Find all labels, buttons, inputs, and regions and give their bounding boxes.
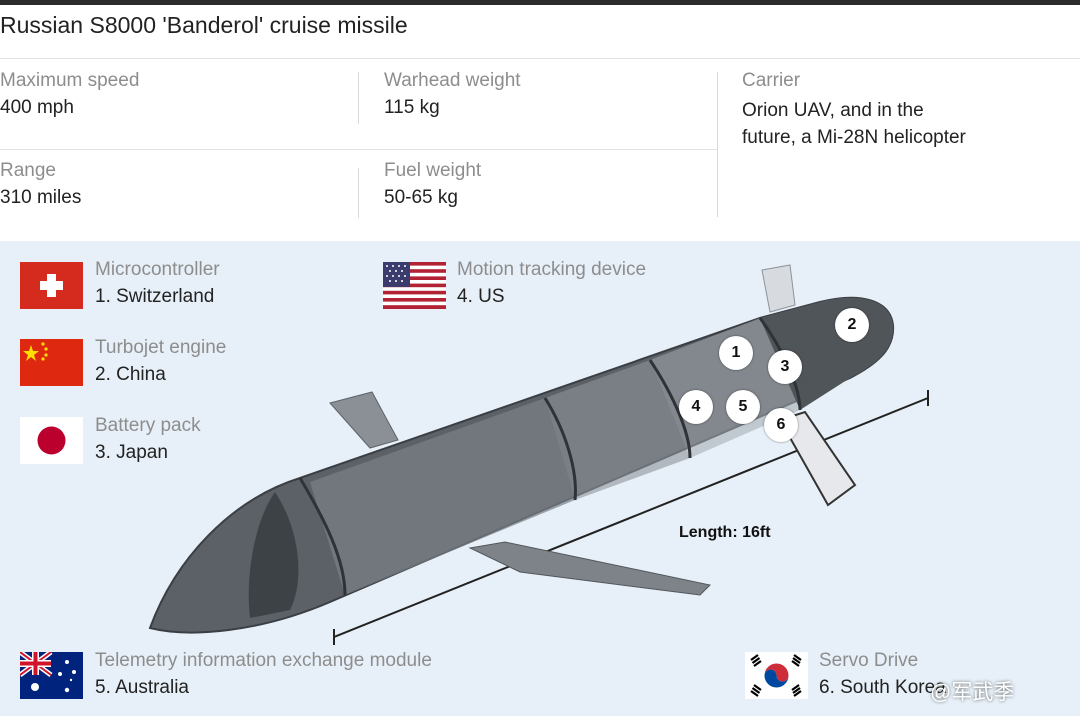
japan-flag-icon (20, 417, 83, 464)
marker-5: 5 (726, 390, 760, 424)
fuel-weight-label: Fuel weight (384, 160, 482, 181)
missile-illustration (148, 264, 929, 645)
marker-2: 2 (835, 308, 869, 342)
component-country: 4. US (457, 286, 505, 307)
marker-6: 6 (764, 408, 798, 442)
warhead-weight-label: Warhead weight (384, 70, 521, 91)
component-country: 1. Switzerland (95, 286, 215, 307)
carrier-value: Orion UAV, and in the future, a Mi-28N h… (742, 100, 966, 148)
mid-section (545, 360, 690, 500)
us-flag-icon (383, 262, 446, 309)
max-speed-label: Maximum speed (0, 70, 140, 91)
bottom-fin (778, 410, 857, 507)
nose-cavity (248, 492, 299, 618)
column-divider (358, 72, 359, 124)
row-divider (0, 149, 717, 150)
fuel-section (310, 398, 575, 595)
component-label: Servo Drive (819, 650, 919, 671)
component-label: Motion tracking device (457, 259, 647, 280)
component-country: 6. South Korea (819, 677, 946, 698)
top-fin (761, 264, 796, 313)
page-title: Russian S8000 'Banderol' cruise missile (0, 12, 408, 38)
marker-3: 3 (768, 350, 802, 384)
australia-flag-icon (20, 652, 83, 699)
electronics-section (650, 318, 800, 458)
column-divider (717, 72, 718, 217)
watermark: @军武季 (930, 681, 1015, 704)
range-label: Range (0, 160, 56, 181)
south-korea-flag-icon (745, 652, 808, 699)
china-flag-icon (20, 339, 83, 386)
marker-4: 4 (679, 390, 713, 424)
title-divider (0, 58, 1080, 59)
length-label: Length: 16ft (679, 524, 771, 541)
range-value: 310 miles (0, 187, 82, 208)
component-label: Turbojet engine (95, 337, 227, 358)
carrier-label: Carrier (742, 70, 801, 91)
top-bar (0, 0, 1080, 5)
warhead-weight-value: 115 kg (384, 97, 440, 118)
component-country: 3. Japan (95, 442, 168, 463)
max-speed-value: 400 mph (0, 97, 74, 118)
component-label: Microcontroller (95, 259, 220, 280)
main-wing (468, 541, 712, 596)
switzerland-flag-icon (20, 262, 83, 309)
component-label: Telemetry information exchange module (95, 650, 432, 671)
component-country: 5. Australia (95, 677, 189, 698)
left-wing (329, 391, 399, 449)
marker-1: 1 (719, 336, 753, 370)
component-country: 2. China (95, 364, 166, 385)
component-label: Battery pack (95, 415, 201, 436)
fuel-weight-value: 50-65 kg (384, 187, 458, 208)
length-line (333, 397, 929, 638)
column-divider (358, 168, 359, 218)
